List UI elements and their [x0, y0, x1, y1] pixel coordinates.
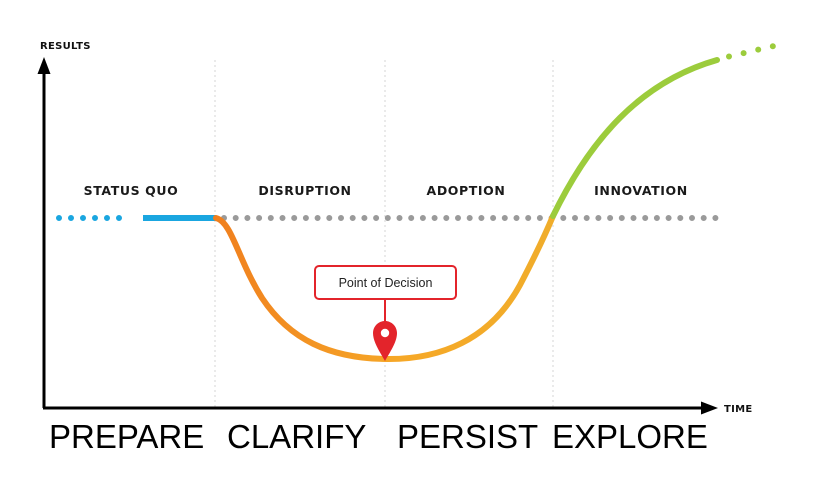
stage-label-persist: PERSIST — [397, 418, 538, 455]
phase-label-disruption: DISRUPTION — [258, 183, 351, 198]
decision-callout: Point of Decision — [314, 265, 457, 361]
axes — [37, 57, 718, 415]
phase-label-adoption: ADOPTION — [427, 183, 506, 198]
y-axis-label: RESULTS — [40, 41, 91, 52]
innovation-dots — [726, 43, 777, 60]
change-curve-innovation — [550, 57, 720, 219]
callout-text: Point of Decision — [339, 276, 433, 290]
phase-label-status-quo: STATUS QUO — [84, 183, 179, 198]
phase-labels: STATUS QUO DISRUPTION ADOPTION INNOVATIO… — [84, 183, 688, 198]
stage-labels: PREPARE CLARIFY PERSIST EXPLORE — [49, 418, 708, 455]
map-pin-icon — [373, 321, 397, 361]
stage-label-prepare: PREPARE — [49, 418, 204, 455]
x-axis-label: TIME — [724, 404, 753, 415]
stage-label-explore: EXPLORE — [552, 418, 708, 455]
y-axis-arrow — [37, 57, 51, 74]
x-axis-arrow — [701, 401, 718, 415]
stage-label-clarify: CLARIFY — [227, 418, 366, 455]
phase-label-innovation: INNOVATION — [594, 183, 688, 198]
